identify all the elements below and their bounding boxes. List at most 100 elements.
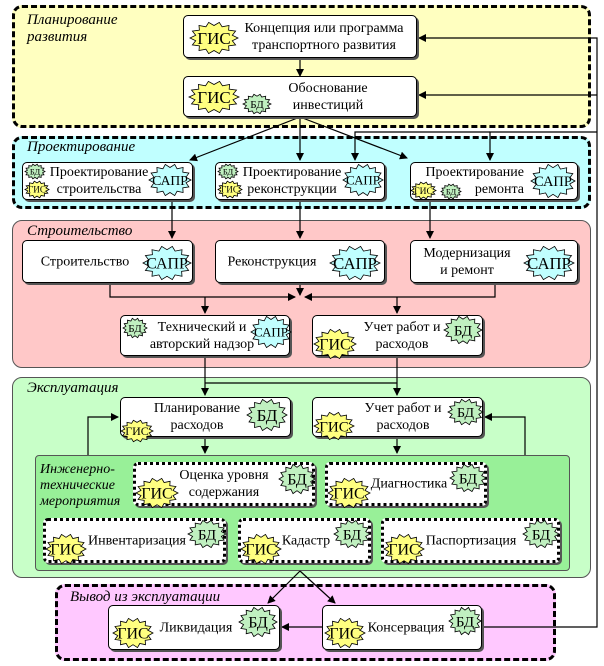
db-badge-icon: БД [333,519,371,549]
badge-label: БД [198,527,216,543]
db-badge-icon: БД [187,519,227,549]
label-line: расходов [170,418,224,433]
flow-arrow [484,413,526,455]
badge-label: БД [257,406,278,425]
process-label: Реконструкция [228,253,317,270]
label-line: Паспортизация [425,533,517,548]
label-line: ремонта [474,182,524,197]
cad-badge-icon: САПР [148,163,192,197]
badge-label: БД [30,166,41,176]
badge-label: БД [287,472,307,489]
process-label: Инвентаризация [88,532,186,549]
process-label: Проектирование ремонта [425,164,524,198]
badge-label: БД [128,323,142,335]
flow-arrow [351,131,490,161]
badge-label: ГИС [319,337,350,354]
section-title: Планирование развития [27,12,118,45]
cad-badge-icon: САПР [523,245,575,281]
flow-arrow [87,413,119,455]
badge-label: САПР [146,256,188,273]
badge-label: ГИС [333,486,364,503]
label-line: Диагностика [370,476,448,492]
gis-badge-icon: ГИС [112,617,154,649]
db-badge-icon: БД [522,519,560,549]
db-badge-icon: БД [242,93,272,115]
badge-label: ГИС [245,542,276,559]
db-badge-icon: БД [278,463,316,495]
badge-label: БД [454,323,472,339]
flow-arrow [189,116,301,162]
badge-label: ГИС [28,185,46,195]
process-label: Кадастр [282,532,330,549]
process-label: Паспортизация [426,532,517,549]
badge-label: БД [343,527,361,543]
badge-label: ГИС [50,542,81,559]
gis-badge-icon: ГИС [188,80,240,114]
label-line: транспортного развития [252,37,396,53]
label-line: Учет работ и [363,319,441,335]
process-label: Ликвидация [160,619,233,636]
badge-label: ГИС [329,626,360,643]
cad-badge-icon: САПР [250,315,292,349]
label-line: Технический и [157,319,247,335]
process-label: Консервация [368,619,445,636]
badge-label: ГИС [125,424,149,438]
process-label: Диагностика [371,476,447,493]
gis-badge-icon: ГИС [410,181,437,200]
flow-arrow [109,283,296,301]
cad-badge-icon: САПР [142,245,192,281]
badge-label: ГИС [319,419,349,435]
label-line: Ликвидация [159,620,233,635]
db-badge-icon: БД [449,463,487,493]
db-badge-icon: БД [246,398,288,432]
gis-badge-icon: ГИС [313,411,355,441]
gis-badge-icon: ГИС [324,617,366,649]
flow-arrow [486,131,597,161]
db-badge-icon: БД [448,606,482,636]
label-line: Кадастр [281,533,331,548]
badge-label: САПР [346,174,380,188]
badge-label: ГИС [197,88,230,107]
flow-arrow [304,283,496,301]
label-line: расходов [375,336,429,352]
badge-label: ГИС [141,486,172,503]
db-badge-icon: БД [443,315,483,345]
label-line: Планирование [153,401,241,416]
process-box-concept [183,15,417,58]
badge-label: БД [459,471,477,487]
flow-arrow [299,116,408,160]
label-line: Концепция или программа [244,20,404,36]
label-line: и ремонт [440,262,494,278]
badge-label: САПР [254,326,288,340]
section-title: Эксплуатация [27,380,119,396]
gis-badge-icon: ГИС [189,21,239,55]
badge-label: ГИС [221,185,239,195]
label-line: Проектирование [49,165,149,180]
badge-label: ГИС [388,542,419,559]
label-line: Проектирование [242,165,342,180]
section-title: Инженерно- технические мероприятия [40,462,121,509]
label-line: Реконструкция [227,254,317,269]
badge-label: САПР [333,254,377,273]
gis-badge-icon: ГИС [45,533,87,565]
label-line: Консервация [367,620,445,635]
cad-badge-icon: САПР [342,163,384,197]
section-title: Строительство [27,223,133,239]
process-label: Планирование расходов [154,400,240,434]
gis-badge-icon: ГИС [120,419,154,443]
gis-badge-icon: ГИС [383,533,425,565]
label-line: расходов [376,418,430,433]
gis-badge-icon: ГИС [217,180,243,199]
badge-label: ГИС [117,626,148,643]
label-line: Строительство [40,254,130,269]
label-line: Проектирование [425,165,524,180]
